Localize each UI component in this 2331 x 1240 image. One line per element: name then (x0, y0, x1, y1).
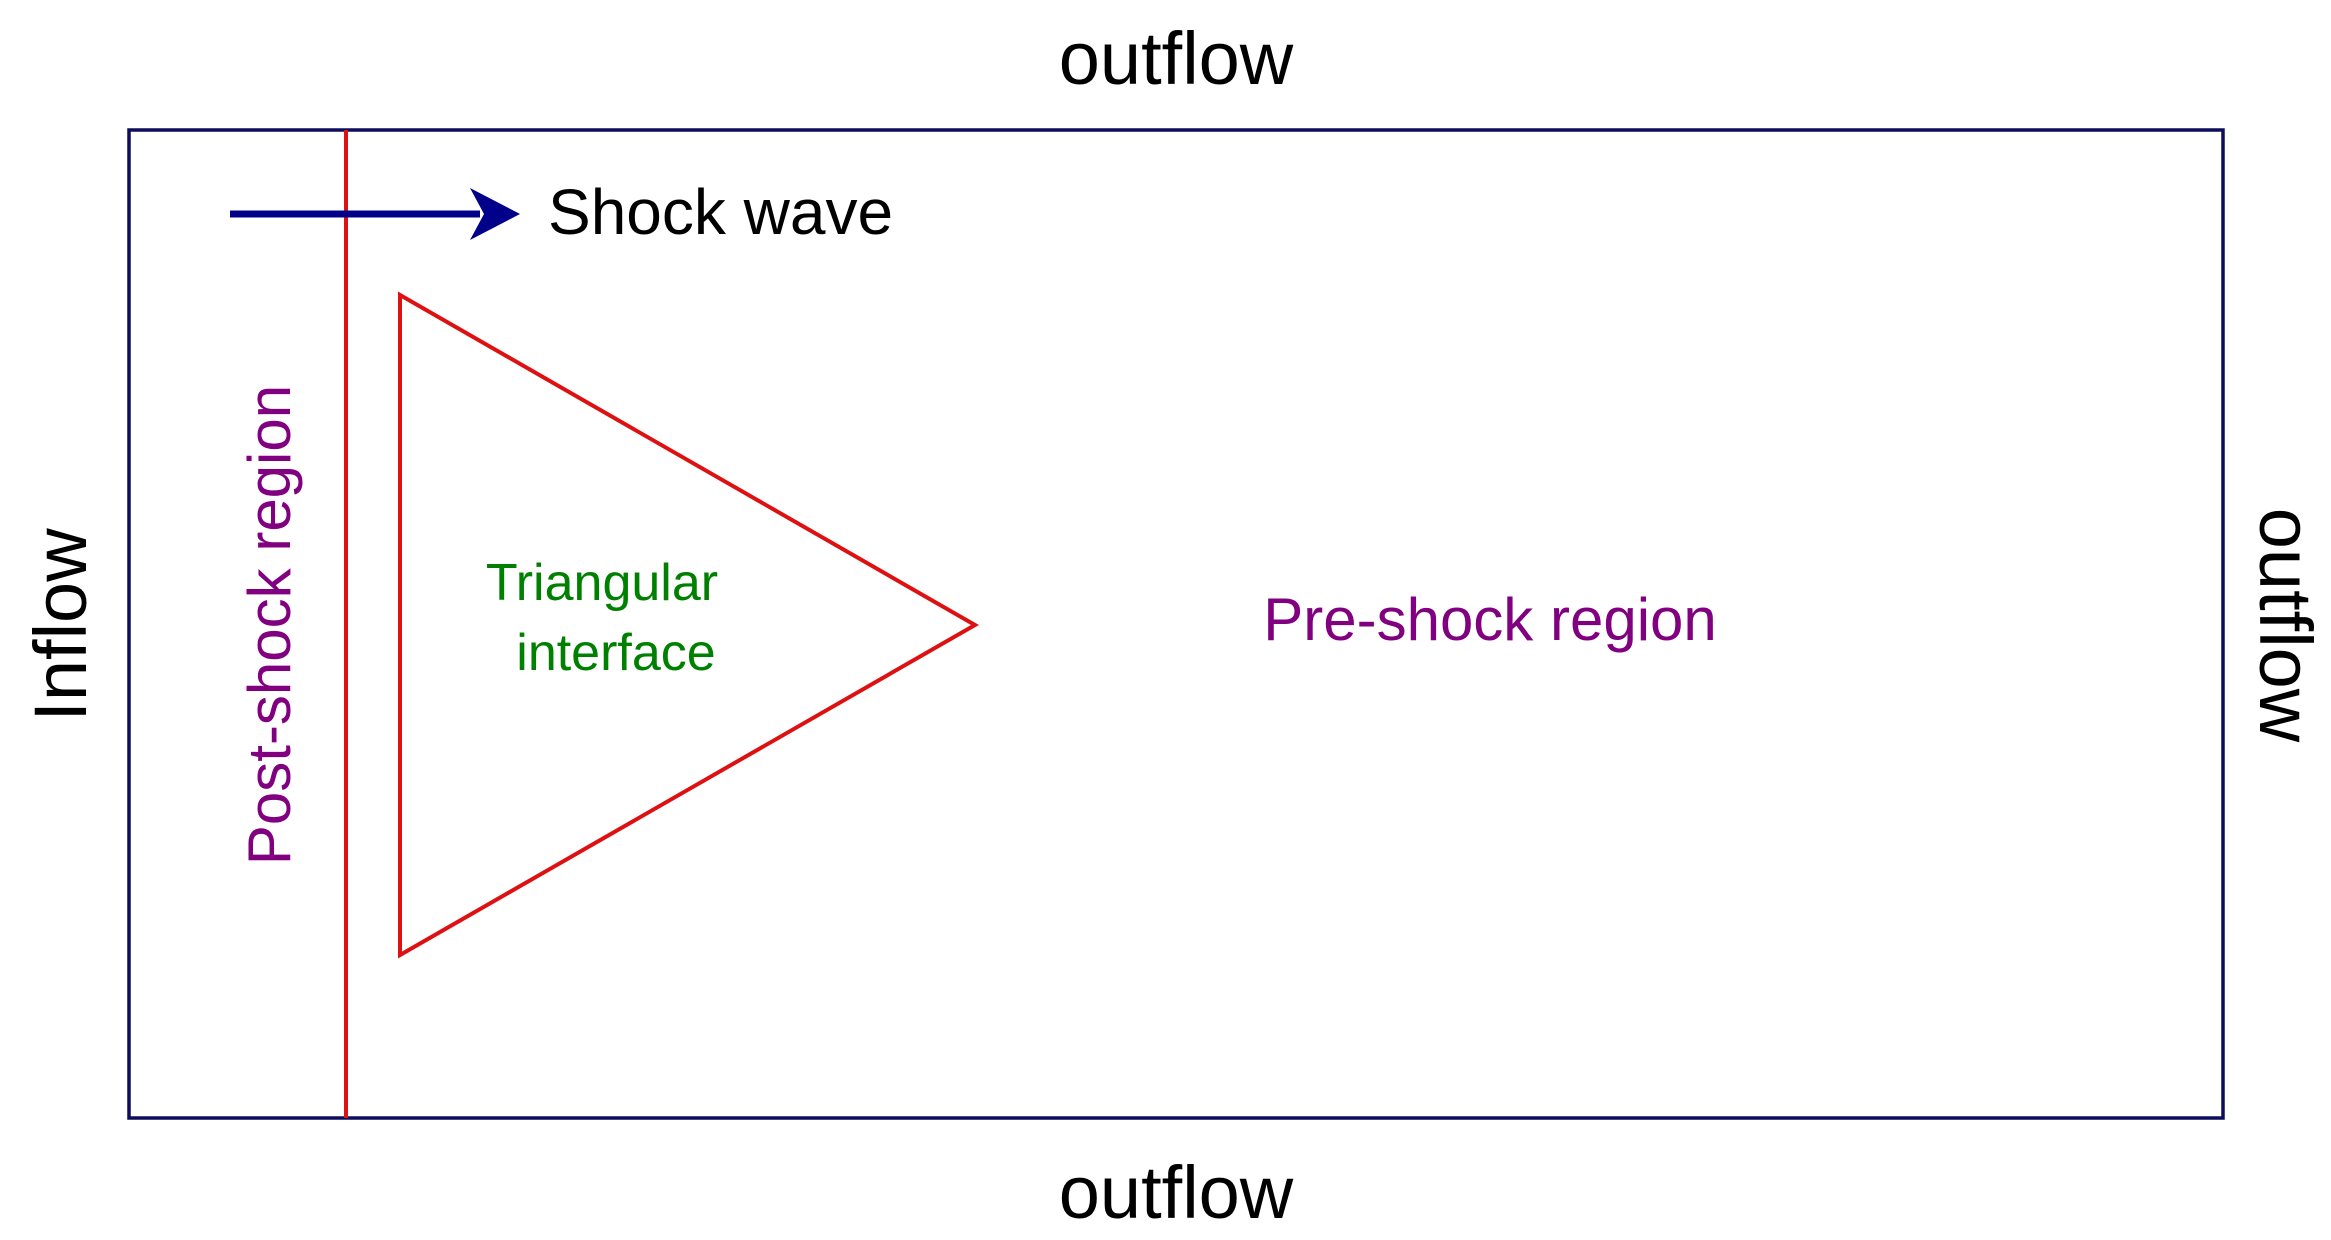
right-boundary-label: outflow (2244, 508, 2327, 743)
triangular-interface (398, 291, 980, 959)
left-boundary-label: Inflow (19, 528, 102, 722)
domain-boundary (127, 128, 2225, 1120)
top-boundary-label: outflow (1059, 17, 1294, 100)
shock-wave-label: Shock wave (548, 176, 893, 248)
shock-direction-arrow (230, 188, 520, 240)
pre-shock-region-label: Pre-shock region (1263, 586, 1717, 653)
interface-label-line2: interface (516, 624, 715, 682)
post-shock-region-label: Post-shock region (236, 385, 303, 865)
bottom-boundary-label: outflow (1059, 1151, 1294, 1234)
interface-label-line1: Triangular (486, 554, 718, 612)
